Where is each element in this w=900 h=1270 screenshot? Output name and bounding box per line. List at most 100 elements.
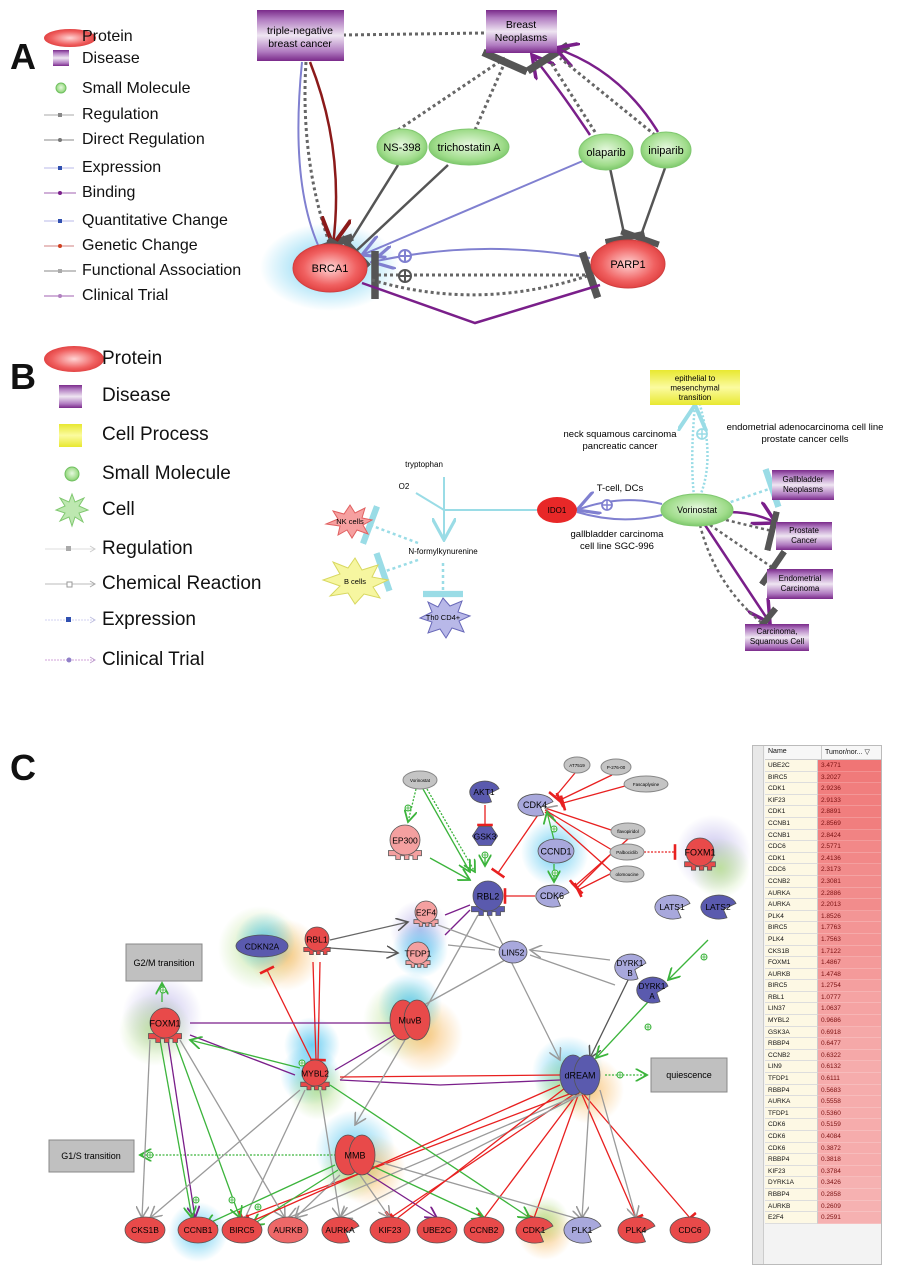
node-tryptophan[interactable]: tryptophan (405, 460, 443, 469)
node-rbl2[interactable]: RBL2 (471, 880, 505, 916)
node-carcinoma-squamous-cell[interactable]: Carcinoma,Squamous Cell (745, 624, 809, 651)
node-cdkn2a[interactable]: CDKN2A (235, 934, 289, 958)
node-at7519[interactable]: AT7519 (563, 756, 591, 774)
table-scrollbar[interactable] (753, 746, 764, 1264)
node-vorinostat-c[interactable]: Vorinostat (402, 770, 438, 790)
node-palbociclib[interactable]: Palbociclib (609, 843, 645, 861)
node-gsk3[interactable]: GSK3 (471, 826, 499, 846)
node-g1s-transition[interactable]: G1/S transition (48, 1139, 135, 1173)
node-g2m-transition[interactable]: G2/M transition (125, 943, 203, 982)
node-olomoucine[interactable]: olomoucine (609, 865, 645, 883)
node-target-ube2c[interactable]: UBE2C (416, 1216, 458, 1244)
node-fascaplysine[interactable]: Fascaplysine (623, 775, 669, 793)
node-dream[interactable]: dREAM (559, 1054, 601, 1096)
column-header-name[interactable]: Name (765, 746, 822, 759)
node-b-cells[interactable]: B cells (321, 557, 390, 605)
node-vorinostat[interactable]: Vorinostat (660, 493, 734, 527)
node-trichostatin-a[interactable]: trichostatin A (428, 128, 510, 166)
node-target-ccnb1[interactable]: CCNB1 (177, 1216, 219, 1244)
node-target-kif23[interactable]: KIF23 (369, 1216, 411, 1244)
node-target-ccnb2[interactable]: CCNB2 (463, 1216, 505, 1244)
node-foxm1[interactable]: FOXM1 (148, 1007, 182, 1043)
node-target-cks1b[interactable]: CKS1B (124, 1216, 166, 1244)
node-rbl1[interactable]: RBL1 (303, 926, 331, 955)
node-lats2[interactable]: LATS2 (700, 894, 737, 920)
node-p27600[interactable]: P-276-00 (600, 758, 632, 776)
node-foxm1-top[interactable]: FOXM1 (684, 837, 716, 871)
node-ep300[interactable]: EP300 (388, 824, 422, 860)
node-target-birc5[interactable]: BIRC5 (221, 1216, 263, 1244)
node-target-cdk1[interactable]: CDK1 (515, 1216, 554, 1244)
node-akt1[interactable]: AKT1 (469, 780, 500, 804)
node-iniparib[interactable]: iniparib (640, 131, 692, 169)
node-brca1[interactable]: BRCA1 (292, 243, 368, 293)
node-target-cdc6[interactable]: CDC6 (669, 1216, 711, 1244)
node-parp1[interactable]: PARP1 (590, 239, 666, 289)
node-target-plk4[interactable]: PLK4 (617, 1216, 656, 1244)
node-quiescence[interactable]: quiescence (650, 1057, 728, 1093)
node-target-aurkb[interactable]: AURKB (267, 1216, 309, 1244)
node-target-aurka[interactable]: AURKA (321, 1216, 360, 1244)
node-dyrk1a[interactable]: DYRK1A (636, 976, 669, 1004)
node-tfdp1[interactable]: TFDP1 (405, 941, 432, 968)
node-o2[interactable]: O2 (399, 482, 410, 491)
node-cdk6[interactable]: CDK6 (535, 884, 570, 908)
node-ido1[interactable]: IDO1 (537, 497, 577, 523)
node-n-formylkynurenine[interactable]: N-formylkynurenine (408, 547, 478, 556)
node-ccnd1[interactable]: CCND1 (537, 838, 575, 864)
node-ns398[interactable]: NS-398 (376, 128, 428, 166)
node-lin52[interactable]: LIN52 (498, 940, 528, 964)
node-mmb[interactable]: MMB (334, 1134, 376, 1176)
node-target-plk1[interactable]: PLK1 (563, 1216, 602, 1244)
node-cdk4[interactable]: CDK4 (517, 793, 554, 817)
column-header-tumor-normal[interactable]: Tumor/nor... ▽ (822, 746, 873, 759)
node-olaparib[interactable]: olaparib (578, 133, 634, 171)
node-th0-cd4[interactable]: Th0 CD4+ (418, 597, 472, 639)
node-muvb[interactable]: MuvB (389, 999, 431, 1041)
node-e2f4[interactable]: E2F4 (413, 900, 439, 927)
